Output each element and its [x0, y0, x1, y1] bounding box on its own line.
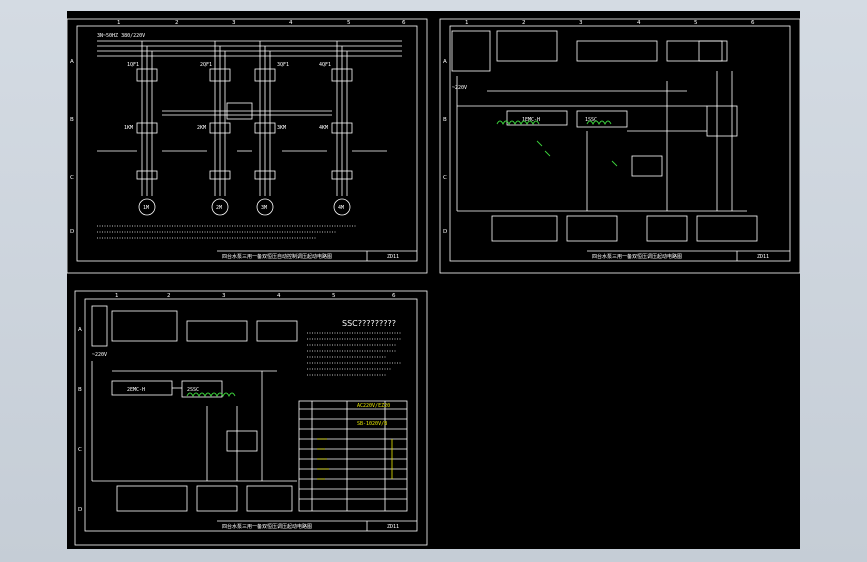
svg-text:6: 6: [402, 20, 406, 26]
sheet2-title: 四台水泵三用一备双恒压调压起动电路图: [592, 253, 682, 260]
sheet-3: 1 2 3 4 5 6 A B C D SSC????????? ~220V 2EMC-H: [74, 290, 428, 546]
sheet1-motor-4: 4M: [338, 205, 344, 211]
svg-text:2: 2: [522, 20, 526, 26]
sheet2-column-labels: 1 2 3 4 5 6 A B C D: [443, 20, 755, 235]
sheet1-supply-label: 3N~50HZ 380/220V: [97, 33, 145, 39]
sheet3-drawing-code: ZD11: [387, 524, 399, 530]
svg-text:B: B: [443, 117, 447, 123]
sheet3-table-header: AC220V/EZ20: [357, 403, 390, 409]
sheet1-starter-3: 3KM: [277, 125, 286, 131]
sheet1-notes: [97, 225, 357, 239]
svg-text:1: 1: [117, 20, 121, 26]
sheet1-breaker-1: 1QF1: [127, 62, 139, 68]
sheet1-breaker-3: 3QF1: [277, 62, 289, 68]
sheet1-motor-branches: [97, 41, 387, 216]
svg-text:1: 1: [115, 293, 119, 299]
sheet1-column-labels: 1 2 3 4 5 6 A B C D: [70, 20, 406, 235]
svg-text:6: 6: [751, 20, 755, 26]
svg-text:C: C: [78, 447, 82, 453]
cad-drawing-viewport[interactable]: 1 2 3 4 5 6 A B C D 3N~50HZ 380/220V: [67, 11, 800, 549]
sheet1-starter-2: 2KM: [197, 125, 206, 131]
sheet1-starter-4: 4KM: [319, 125, 328, 131]
sheet3-supply: ~220V: [92, 352, 107, 358]
svg-text:B: B: [70, 117, 74, 123]
sheet3-device-table: AC220V/EZ20 SB-1020V/B: [298, 400, 408, 512]
svg-text:A: A: [70, 59, 74, 65]
svg-text:D: D: [78, 507, 82, 513]
sheet-2: 1 2 3 4 5 6 A B C D ~220V 1EMC-H 1SSC: [439, 18, 800, 274]
sheet3-notes-heading: SSC?????????: [342, 319, 396, 328]
svg-text:C: C: [70, 175, 74, 181]
svg-text:3: 3: [232, 20, 236, 26]
sheet3-column-labels: 1 2 3 4 5 6 A B C D: [78, 293, 396, 513]
sheet2-soft-starter: 1SSC: [585, 117, 597, 123]
svg-text:5: 5: [347, 20, 351, 26]
svg-text:3: 3: [222, 293, 226, 299]
svg-text:B: B: [78, 387, 82, 393]
svg-text:A: A: [78, 327, 82, 333]
svg-text:2: 2: [175, 20, 179, 26]
svg-text:4: 4: [289, 20, 293, 26]
sheet1-motor-1: 1M: [143, 205, 149, 211]
svg-text:D: D: [443, 229, 447, 235]
sheet1-motor-2: 2M: [216, 205, 222, 211]
svg-text:D: D: [70, 229, 74, 235]
sheet3-soft-starter: 2SSC: [187, 387, 199, 393]
svg-text:5: 5: [694, 20, 698, 26]
svg-text:6: 6: [392, 293, 396, 299]
sheet3-title: 四台水泵三用一备双恒压调压起动电路图: [222, 523, 312, 530]
sheet1-breaker-2: 2QF1: [200, 62, 212, 68]
svg-text:1: 1: [465, 20, 469, 26]
svg-text:4: 4: [277, 293, 281, 299]
svg-text:2: 2: [167, 293, 171, 299]
sheet1-starter-1: 1KM: [124, 125, 133, 131]
sheet1-drawing-code: ZD11: [387, 254, 399, 260]
sheet2-drawing-code: ZD11: [757, 254, 769, 260]
svg-text:4: 4: [637, 20, 641, 26]
sheet3-controller: 2EMC-H: [127, 387, 145, 393]
svg-text:5: 5: [332, 293, 336, 299]
svg-text:A: A: [443, 59, 447, 65]
svg-text:C: C: [443, 175, 447, 181]
sheet1-breaker-4: 4QF1: [319, 62, 331, 68]
sheet3-notes: [307, 332, 402, 376]
sheet1-title: 四台水泵三用一备双恒压自动控制调压起动电路图: [222, 253, 332, 260]
sheet2-supply: ~220V: [452, 85, 467, 91]
sheet1-motor-3: 3M: [261, 205, 267, 211]
svg-text:3: 3: [579, 20, 583, 26]
sheet3-table-row-label: SB-1020V/B: [357, 421, 387, 427]
sheet2-controller: 1EMC-H: [522, 117, 540, 123]
sheet-1: 1 2 3 4 5 6 A B C D 3N~50HZ 380/220V: [67, 18, 428, 274]
